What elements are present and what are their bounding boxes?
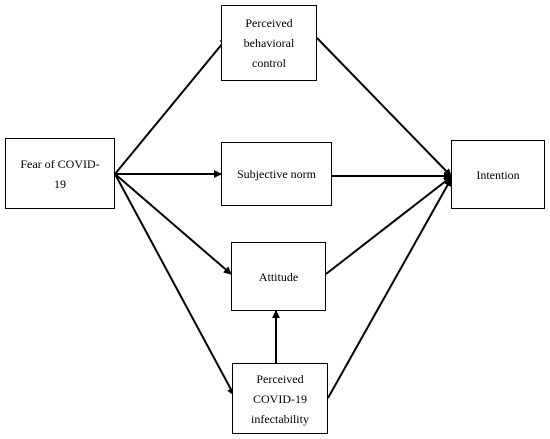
node-infect-label: Perceived COVID-19 infectability (251, 371, 309, 426)
node-fear-label: Fear of COVID- 19 (20, 156, 100, 191)
node-pbc-label: Perceived behavioral control (243, 16, 295, 70)
arrow-pbc-to-intention (316, 37, 452, 177)
arrow-fear-to-infect (114, 173, 235, 396)
edges-group (114, 37, 452, 399)
node-perceived-infectability: Perceived COVID-19 infectability (232, 363, 328, 434)
arrow-infect-to-intention (327, 178, 452, 399)
node-fear-of-covid: Fear of COVID- 19 (5, 138, 115, 209)
node-subjective-norm: Subjective norm (221, 142, 332, 206)
node-subjective-label: Subjective norm (237, 167, 316, 181)
arrow-fear-to-attitude (114, 173, 232, 275)
node-attitude: Attitude (231, 242, 326, 311)
node-intention: Intention (451, 140, 545, 209)
node-perceived-behavioral-control: Perceived behavioral control (221, 5, 317, 81)
arrow-fear-to-pbc (114, 37, 228, 175)
node-attitude-label: Attitude (258, 269, 299, 284)
arrow-attitude-to-intention (325, 176, 452, 275)
node-intention-label: Intention (476, 167, 520, 182)
